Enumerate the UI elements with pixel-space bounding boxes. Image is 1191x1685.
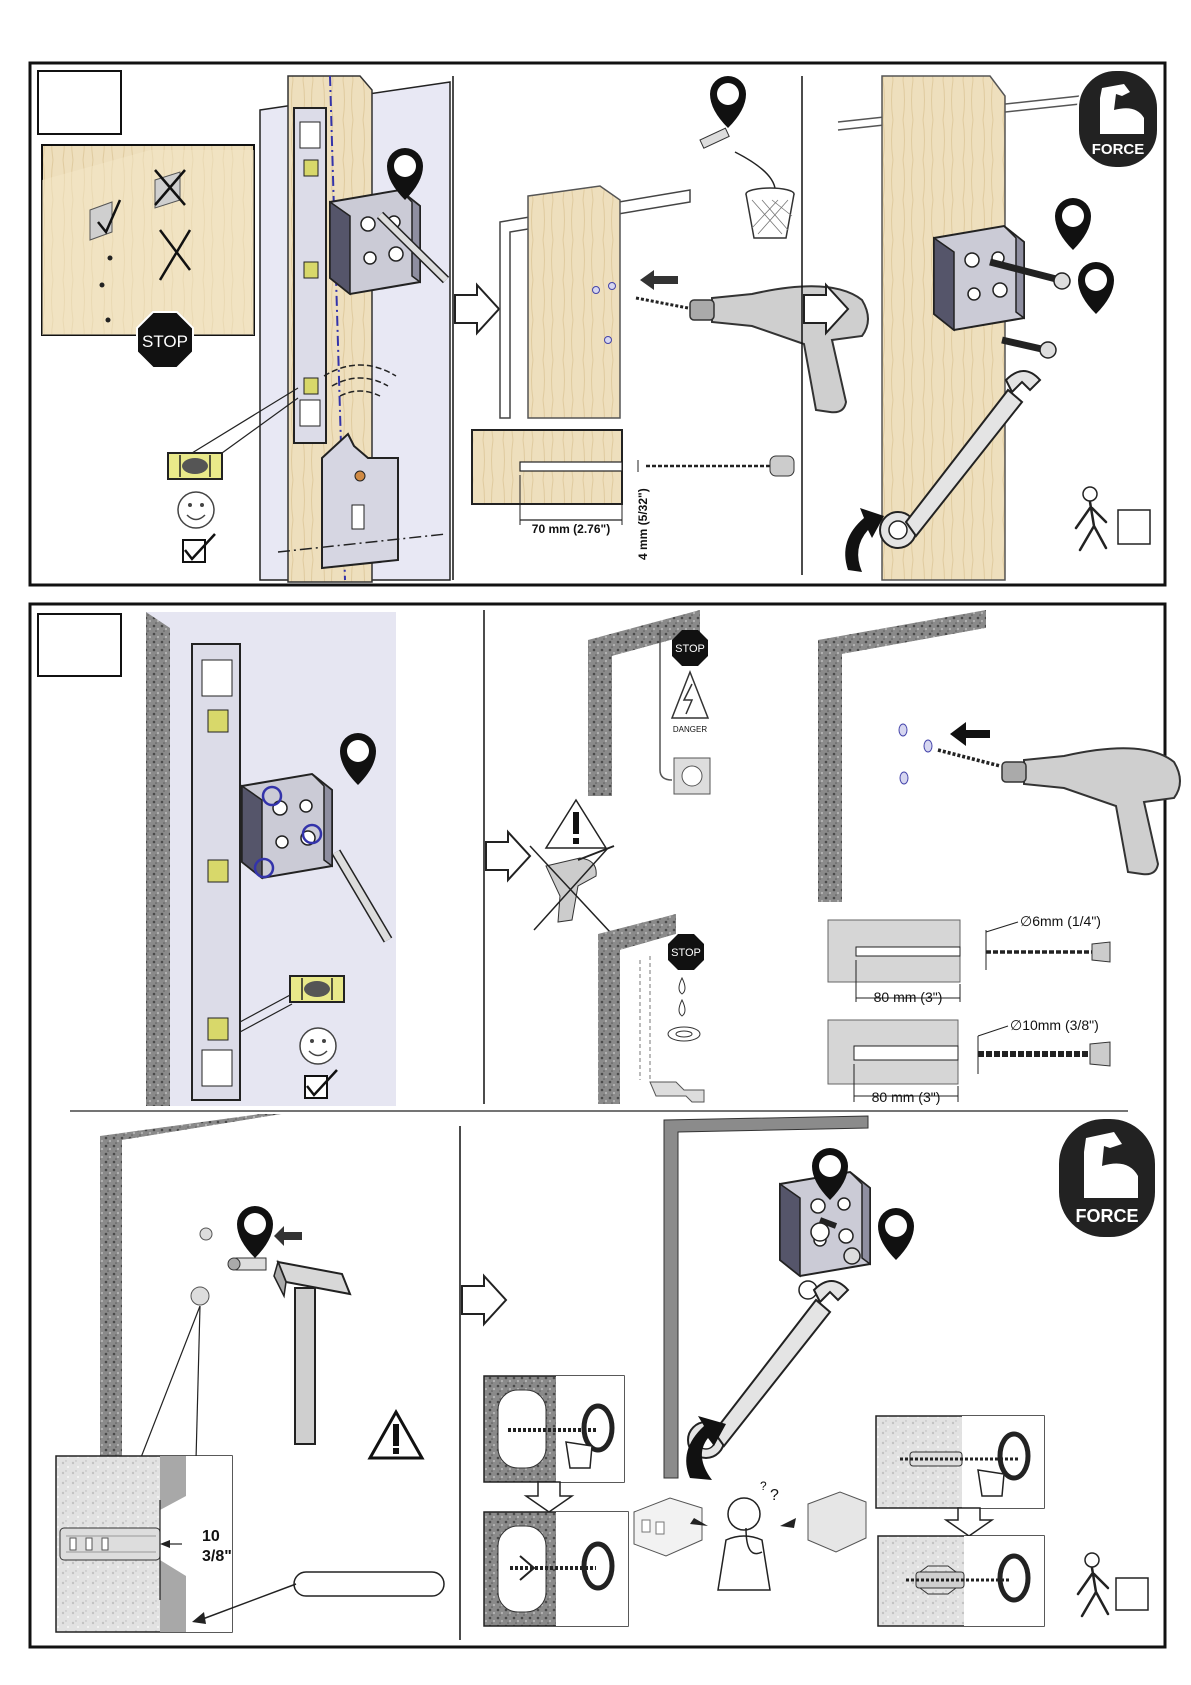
stop-label: STOP bbox=[142, 332, 188, 351]
stop-sign-icon: STOP bbox=[672, 630, 708, 666]
callout-pin-icon bbox=[710, 76, 746, 128]
depth-large-label: 80 mm (3") bbox=[872, 1089, 941, 1105]
force-badge: FORCE bbox=[1058, 1118, 1156, 1238]
svg-text:?: ? bbox=[770, 1487, 779, 1504]
cut-length-label: 70 mm (2.76") bbox=[532, 522, 610, 536]
anchor-depth-line1: 10 bbox=[202, 1528, 220, 1545]
arrow-icon bbox=[486, 832, 530, 880]
person-count-box bbox=[1116, 1578, 1148, 1610]
step1-inset-stop bbox=[42, 145, 254, 335]
step1-number-box bbox=[38, 71, 121, 134]
force-badge: FORCE bbox=[1078, 70, 1158, 168]
bit-large-label: ∅10mm (3/8") bbox=[1010, 1017, 1099, 1033]
level-bubble-icon bbox=[168, 453, 222, 479]
svg-text:?: ? bbox=[760, 1479, 767, 1493]
bit-small-label: ∅6mm (1/4") bbox=[1020, 913, 1101, 929]
level-bubble-icon bbox=[290, 976, 344, 1002]
smiley-icon bbox=[300, 1028, 336, 1064]
rotate-arrow-icon bbox=[845, 508, 884, 572]
solid-wall-anchor-after bbox=[878, 1536, 1044, 1626]
step2-number-box bbox=[38, 614, 121, 676]
callout-pin-icon bbox=[1078, 262, 1114, 314]
warning-no-drill-icon bbox=[530, 800, 614, 932]
wood-post-3 bbox=[882, 76, 1005, 580]
direction-arrow-icon bbox=[640, 270, 678, 290]
stop-sign-icon: STOP bbox=[668, 934, 704, 970]
arrow-icon bbox=[462, 1276, 506, 1324]
trash-bin-icon bbox=[746, 188, 794, 238]
person-walking-icon bbox=[1076, 487, 1106, 550]
stop-label-bottom: STOP bbox=[671, 947, 701, 959]
person-count-box bbox=[1118, 510, 1150, 544]
hollow-wall-anchor-before bbox=[484, 1376, 624, 1482]
checkbox-icon bbox=[183, 534, 215, 562]
smiley-icon bbox=[178, 492, 214, 528]
callout-pin-icon bbox=[1055, 198, 1091, 250]
danger-label: DANGER bbox=[673, 725, 707, 734]
person-walking-icon bbox=[1078, 1553, 1108, 1616]
plug-icon bbox=[700, 128, 729, 148]
note-callout bbox=[294, 1572, 444, 1596]
spirit-level bbox=[192, 644, 240, 1100]
depth-small-label: 80 mm (3") bbox=[874, 989, 943, 1005]
wall-plug-icon bbox=[228, 1258, 266, 1270]
drill-bit bbox=[636, 298, 688, 308]
hollow-wall-anchor-after bbox=[484, 1512, 628, 1626]
depth-detail-large: 80 mm (3") ∅10mm (3/8") bbox=[828, 1017, 1110, 1105]
spirit-level bbox=[294, 108, 326, 443]
solid-brick-icon bbox=[808, 1492, 866, 1552]
confused-person-icon: ? ? bbox=[718, 1479, 779, 1590]
stop-sign-icon: STOP bbox=[137, 312, 193, 368]
callout-pin-icon bbox=[878, 1208, 914, 1260]
drill-diameter-label: 4 mm (5/32") bbox=[636, 488, 650, 560]
force-label: FORCE bbox=[1092, 141, 1145, 158]
wall-bracket bbox=[934, 226, 1024, 330]
force-label-2: FORCE bbox=[1076, 1206, 1139, 1226]
arrow-icon bbox=[455, 285, 499, 333]
solid-wall-anchor-before bbox=[876, 1416, 1044, 1508]
depth-detail-small: 80 mm (3") ∅6mm (1/4") bbox=[828, 913, 1110, 1005]
wood-post-2 bbox=[528, 186, 620, 418]
hollow-brick-icon bbox=[634, 1498, 702, 1556]
stop-label-top: STOP bbox=[675, 643, 705, 655]
concrete-edge bbox=[146, 612, 170, 1106]
anchor-depth-line2: 3/8" bbox=[202, 1548, 232, 1565]
